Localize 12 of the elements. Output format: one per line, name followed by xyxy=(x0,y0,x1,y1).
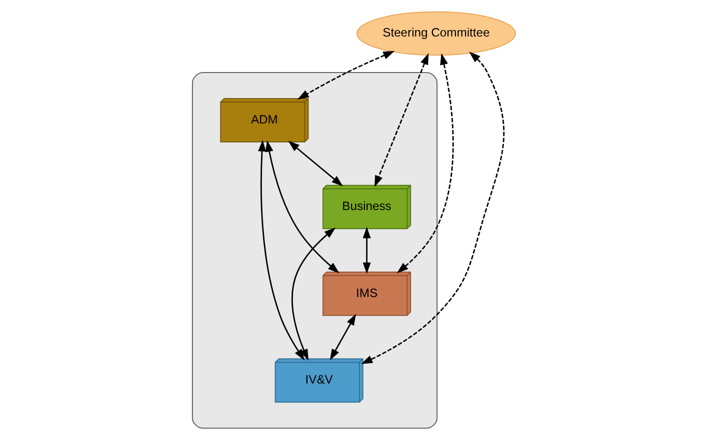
arrow xyxy=(374,53,429,188)
arrow xyxy=(258,140,305,361)
arrow xyxy=(396,53,454,274)
arrow xyxy=(361,52,504,364)
arrow xyxy=(291,228,336,361)
arrow xyxy=(330,314,356,360)
cluster xyxy=(192,72,438,429)
arrow xyxy=(288,140,344,186)
arrow xyxy=(297,50,395,100)
arrow xyxy=(362,226,371,274)
arrow xyxy=(265,140,340,274)
node-ellipse: Steering Committee xyxy=(356,11,516,56)
